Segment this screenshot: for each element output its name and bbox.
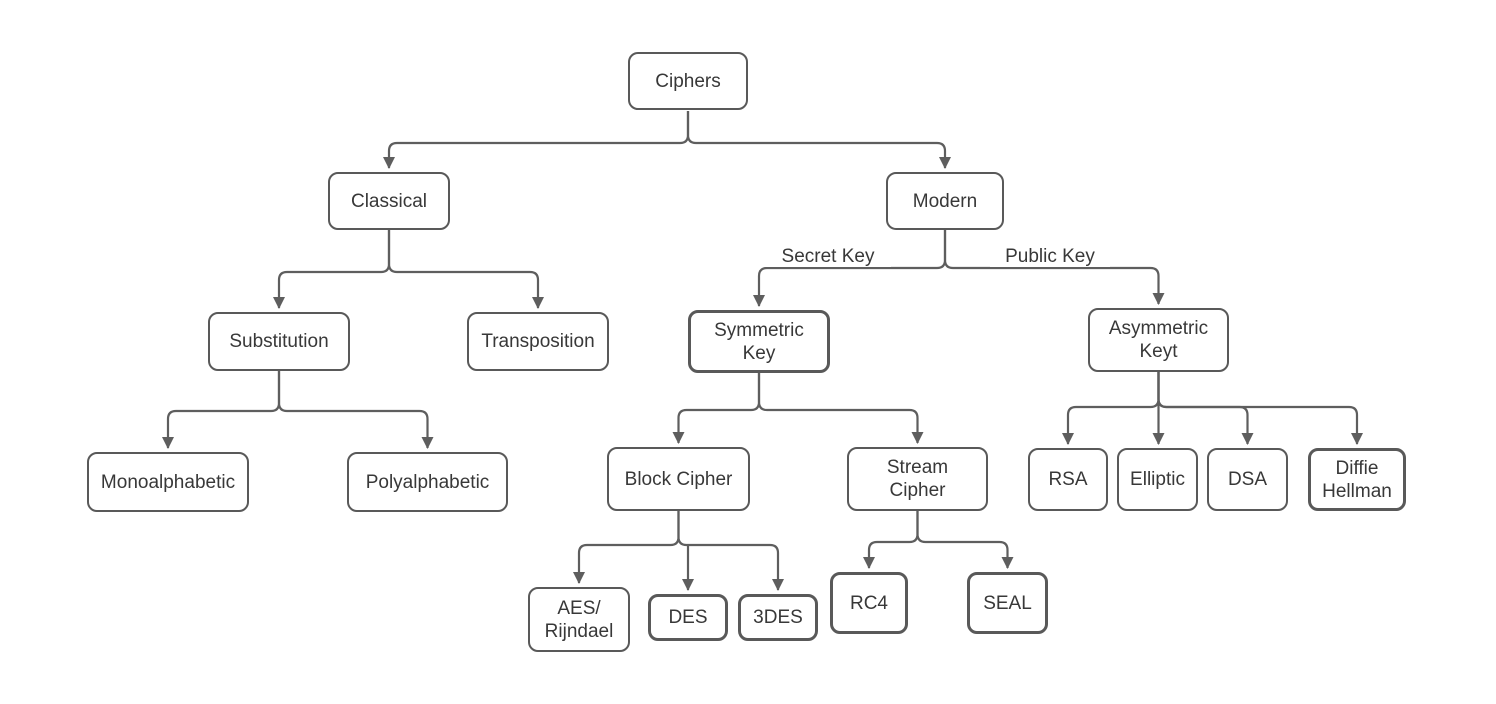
edge-label-secret-key: Secret Key [765,246,891,267]
edge-block-aes-rijndael [573,510,680,584]
edge-classical-transposition [387,229,544,309]
edge-symmetric-block-cipher [672,372,761,444]
node-dsa: DSA [1207,448,1288,511]
node-rc4: RC4 [830,572,908,634]
edge-substitution-polyalphabetic [277,370,434,449]
edge-stream-rc4 [863,510,919,569]
node-elliptic: Elliptic [1117,448,1198,511]
node-monoalphabetic: Monoalphabetic [87,452,249,512]
edge-ciphers-classical [383,111,690,169]
node-seal: SEAL [967,572,1048,634]
node-polyalphabetic: Polyalphabetic [347,452,508,512]
node-3des: 3DES [738,594,818,641]
node-rsa: RSA [1028,448,1108,511]
node-transposition: Transposition [467,312,609,371]
node-classical: Classical [328,172,450,230]
node-substitution: Substitution [208,312,350,371]
edge-modern-asymmetric-key [943,229,1165,305]
edge-classical-substitution [273,229,391,309]
edge-symmetric-stream-cipher [757,372,924,444]
node-diffie-hellman: Diffie Hellman [1308,448,1406,511]
node-modern: Modern [886,172,1004,230]
edge-asymmetric-rsa [1062,371,1160,445]
edge-asymmetric-diffie-hellman [1157,371,1363,445]
edge-ciphers-modern [686,111,951,169]
edge-block-3des [677,510,784,591]
node-ciphers: Ciphers [628,52,748,110]
node-stream-cipher: Stream Cipher [847,447,988,511]
edge-modern-symmetric-key [753,229,947,307]
node-symmetric-key: Symmetric Key [688,310,830,373]
edge-substitution-monoalphabetic [162,370,281,449]
node-block-cipher: Block Cipher [607,447,750,511]
node-aes-rijndael: AES/ Rijndael [528,587,630,652]
node-des: DES [648,594,728,641]
edge-label-public-key: Public Key [990,246,1110,267]
node-asymmetric-key: Asymmetric Keyt [1088,308,1229,372]
edge-stream-seal [916,510,1014,569]
